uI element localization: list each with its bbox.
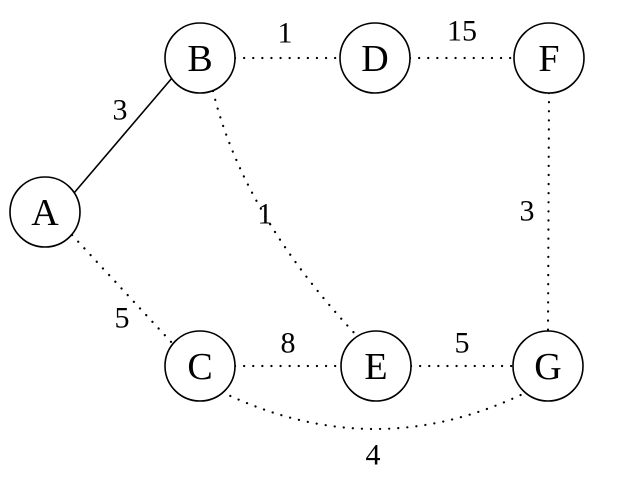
node-c[interactable]: C — [164, 330, 236, 402]
edge-c-g — [220, 390, 529, 430]
edge-weight-a-c: 5 — [115, 302, 130, 335]
node-e[interactable]: E — [340, 330, 412, 402]
node-circle-g[interactable] — [512, 330, 584, 402]
node-label-d: D — [361, 38, 388, 80]
node-d[interactable]: D — [339, 22, 411, 94]
node-circle-d[interactable] — [339, 22, 411, 94]
node-circle-a[interactable] — [9, 176, 81, 248]
edge-weight-b-e: 1 — [258, 198, 273, 231]
node-label-b: B — [187, 38, 212, 80]
node-label-f: F — [538, 38, 559, 80]
node-f[interactable]: F — [513, 22, 585, 94]
node-label-c: C — [187, 346, 212, 388]
node-circle-e[interactable] — [340, 330, 412, 402]
node-g[interactable]: G — [512, 330, 584, 402]
edge-weight-c-e: 8 — [281, 327, 296, 360]
edge-weight-labels-layer: 3 1 15 5 1 3 8 5 4 — [113, 15, 535, 472]
node-label-g: G — [534, 346, 561, 388]
node-label-a: A — [31, 192, 59, 234]
edge-f-g — [546, 91, 551, 333]
node-a[interactable]: A — [9, 176, 81, 248]
node-circle-c[interactable] — [164, 330, 236, 402]
edge-a-b — [73, 77, 173, 194]
edges-layer — [70, 56, 551, 430]
edge-weight-b-d: 1 — [278, 17, 293, 50]
node-circle-f[interactable] — [513, 22, 585, 94]
edge-weight-a-b: 3 — [113, 94, 128, 127]
node-circle-b[interactable] — [164, 22, 236, 94]
edge-weight-c-g: 4 — [366, 439, 381, 472]
edge-weight-e-g: 5 — [455, 327, 470, 360]
edge-weight-f-g: 3 — [520, 195, 535, 228]
edge-b-e — [211, 89, 360, 339]
nodes-layer: A B C D E F G — [9, 22, 585, 402]
node-label-e: E — [364, 346, 387, 388]
edge-weight-d-f: 15 — [447, 15, 477, 48]
node-b[interactable]: B — [164, 22, 236, 94]
